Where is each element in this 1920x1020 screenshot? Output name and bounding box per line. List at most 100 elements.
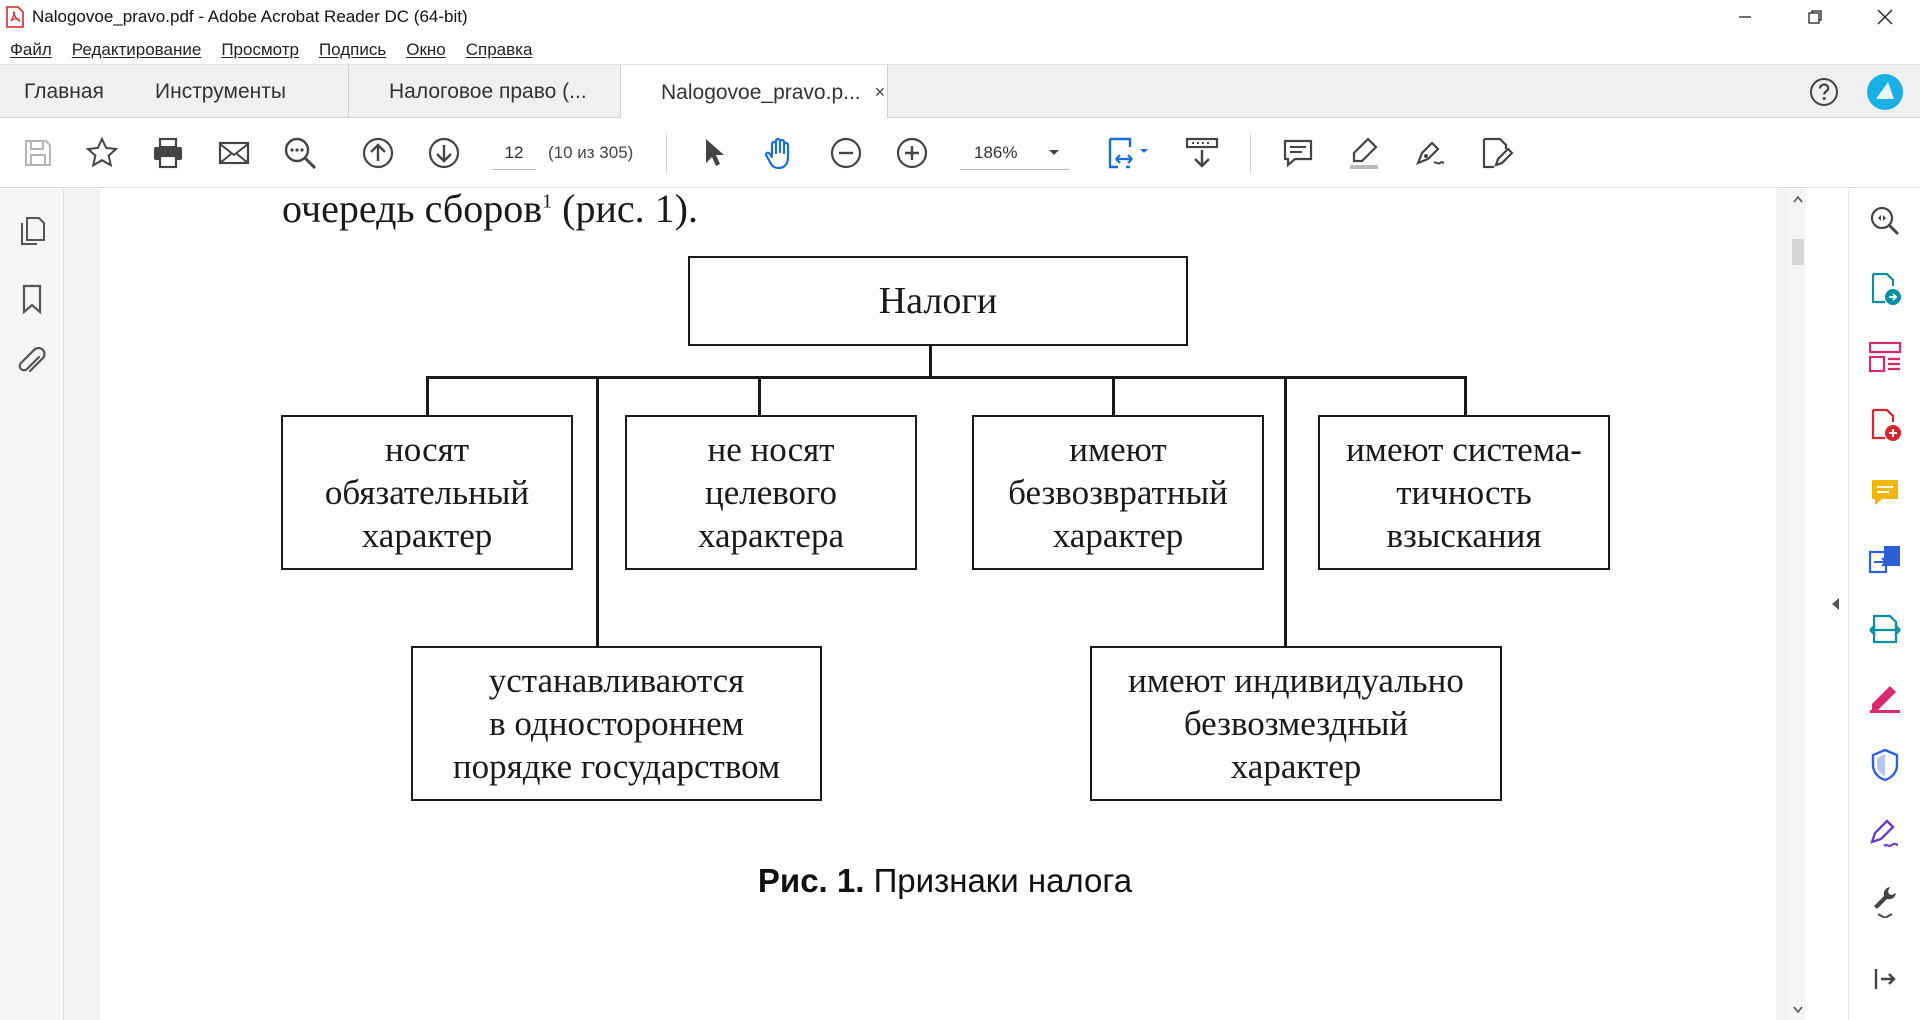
zoom-dropdown[interactable]: 186% xyxy=(960,136,1070,170)
comment-tool-button[interactable] xyxy=(1867,475,1903,511)
request-signatures-button[interactable] xyxy=(1867,815,1903,851)
organize-pages-button[interactable] xyxy=(1867,339,1903,375)
menu-file[interactable]: Файл xyxy=(10,40,52,59)
paperclip-icon xyxy=(18,347,46,373)
tab-document-1-label: Налоговое право (... xyxy=(389,80,587,103)
connector-line xyxy=(426,376,1467,379)
connector-line xyxy=(1112,376,1115,416)
menu-sign[interactable]: Подпись xyxy=(318,40,387,59)
page-down-icon xyxy=(428,137,460,169)
page-count: (10 из 305) xyxy=(548,143,634,162)
close-icon xyxy=(1877,9,1893,25)
protect-button[interactable] xyxy=(1867,747,1903,783)
footnote-marker: 1 xyxy=(542,190,553,213)
diagram-box-non-refundable: имеют безвозвратный характер xyxy=(972,415,1264,570)
restore-icon xyxy=(1808,10,1822,24)
search-zoom-icon xyxy=(1870,206,1899,235)
diagram-box-label: устанавливаются в одностороннем порядке … xyxy=(452,661,781,786)
acrobat-pdf-icon xyxy=(6,6,24,28)
tab-close-button[interactable]: × xyxy=(874,82,886,102)
send-for-review-button[interactable] xyxy=(1867,611,1903,647)
sign-button[interactable] xyxy=(1410,118,1450,188)
edit-form-icon xyxy=(1482,137,1514,169)
fit-page-icon xyxy=(1108,137,1148,169)
scroll-down-icon xyxy=(1793,1006,1803,1014)
connector-line xyxy=(426,376,429,416)
title-bar: Nalogovoe_pravo.pdf - Adobe Acrobat Read… xyxy=(0,0,1920,34)
left-navigation-panel xyxy=(0,189,64,1020)
hand-icon xyxy=(764,137,790,170)
email-button[interactable] xyxy=(214,118,254,188)
menu-edit[interactable]: Редактирование xyxy=(71,40,202,59)
zoom-in-icon xyxy=(896,137,928,169)
export-pdf-icon xyxy=(1871,272,1901,305)
search-tool-button[interactable] xyxy=(1867,203,1903,239)
page-number-input[interactable] xyxy=(492,136,536,170)
comment-icon xyxy=(1872,480,1898,505)
tab-document-1[interactable]: Налоговое право (... xyxy=(348,65,620,119)
page-thumbnails-button[interactable] xyxy=(16,215,48,247)
save-button[interactable] xyxy=(18,118,58,188)
collapse-right-panel-button[interactable] xyxy=(1828,594,1842,614)
menu-help[interactable]: Справка xyxy=(465,40,533,59)
email-icon xyxy=(218,141,250,165)
scrollbar-thumb[interactable] xyxy=(1792,239,1804,265)
fill-sign-button[interactable] xyxy=(1867,679,1903,715)
chevron-down-icon xyxy=(1049,149,1059,155)
bookmark-star-button[interactable] xyxy=(82,118,122,188)
print-button[interactable] xyxy=(148,118,188,188)
highlight-button[interactable] xyxy=(1344,118,1384,188)
tab-home[interactable]: Главная xyxy=(24,80,104,103)
scroll-mode-button[interactable] xyxy=(1180,118,1224,188)
diagram-box-mandatory: носят обязательный характер xyxy=(281,415,573,570)
menu-window[interactable]: Окно xyxy=(406,40,446,59)
help-button[interactable] xyxy=(1808,65,1840,119)
export-pdf-button[interactable] xyxy=(1867,271,1903,307)
hand-tool-button[interactable] xyxy=(760,118,800,188)
fit-page-button[interactable] xyxy=(1100,118,1156,188)
close-window-button[interactable] xyxy=(1850,0,1920,34)
profile-button[interactable] xyxy=(1866,65,1904,119)
diagram-root-taxes: Налоги xyxy=(688,256,1188,346)
create-pdf-icon xyxy=(1871,408,1901,441)
vertical-scrollbar[interactable] xyxy=(1790,189,1806,1020)
combine-files-button[interactable] xyxy=(1867,543,1903,579)
connector-line xyxy=(1464,376,1467,416)
restore-button[interactable] xyxy=(1780,0,1850,34)
fill-sign-icon xyxy=(1870,686,1900,713)
create-pdf-button[interactable] xyxy=(1867,407,1903,443)
comment-button[interactable] xyxy=(1278,118,1318,188)
diagram-box-not-targeted: не носят целевого характера xyxy=(625,415,917,570)
menu-view[interactable]: Просмотр xyxy=(221,40,299,59)
print-icon xyxy=(154,137,182,169)
comment-icon xyxy=(1283,139,1313,168)
hide-tools-panel-button[interactable] xyxy=(1867,961,1903,997)
search-button[interactable] xyxy=(280,118,320,188)
sign-icon xyxy=(1416,141,1445,165)
toolbar-divider xyxy=(1250,134,1251,174)
attachments-button[interactable] xyxy=(16,347,48,379)
minimize-icon xyxy=(1739,16,1751,18)
bookmarks-button[interactable] xyxy=(16,283,48,315)
select-tool-button[interactable] xyxy=(694,118,734,188)
zoom-value: 186% xyxy=(974,142,1018,162)
toolbar-divider xyxy=(666,134,667,174)
page-down-button[interactable] xyxy=(424,118,464,188)
profile-icon xyxy=(1867,74,1903,110)
edit-form-button[interactable] xyxy=(1476,118,1516,188)
more-tools-button[interactable] xyxy=(1867,883,1903,919)
tab-tools[interactable]: Инструменты xyxy=(155,80,286,103)
window-title: Nalogovoe_pravo.pdf - Adobe Acrobat Read… xyxy=(32,7,468,26)
organize-pages-icon xyxy=(1868,341,1902,373)
minimize-button[interactable] xyxy=(1710,0,1780,34)
intro-line: очередь сборов1 (рис. 1). xyxy=(282,185,698,232)
tab-document-2[interactable]: Nalogovoe_pravo.p... × xyxy=(620,65,888,120)
connector-line xyxy=(1284,376,1287,647)
zoom-out-button[interactable] xyxy=(826,118,866,188)
bookmark-icon xyxy=(22,284,42,314)
page-up-button[interactable] xyxy=(358,118,398,188)
send-review-icon xyxy=(1869,614,1901,644)
zoom-in-button[interactable] xyxy=(892,118,932,188)
select-cursor-icon xyxy=(706,139,724,166)
highlight-icon xyxy=(1350,137,1378,169)
